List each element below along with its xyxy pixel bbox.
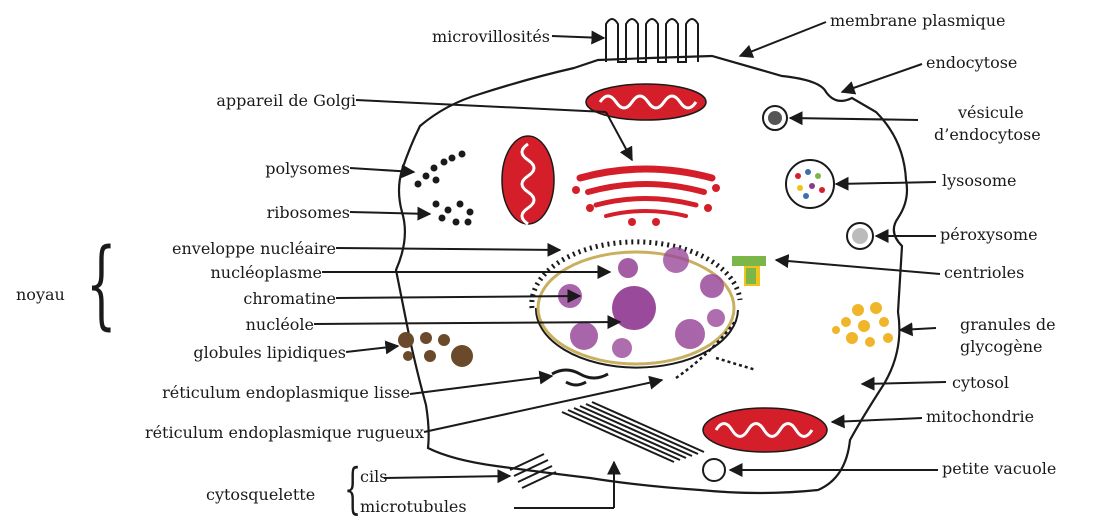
golgi-apparatus xyxy=(572,169,720,226)
microtubules-shape xyxy=(562,402,704,462)
label-membrane-plasmique: membrane plasmique xyxy=(830,12,1006,30)
peroxisome-shape xyxy=(847,223,873,249)
mitochondrion-top xyxy=(586,84,706,120)
centrioles-shape xyxy=(732,256,766,286)
label-nucleole: nucléole xyxy=(246,316,314,334)
label-enveloppe-nucleaire: enveloppe nucléaire xyxy=(172,240,336,258)
label-vesicule-1: vésicule xyxy=(958,104,1024,122)
label-centrioles: centrioles xyxy=(944,264,1024,282)
lysosome-shape xyxy=(786,160,834,208)
label-cytosol: cytosol xyxy=(952,374,1009,392)
label-petite-vacuole: petite vacuole xyxy=(942,460,1056,478)
polysomes-shape xyxy=(415,151,466,188)
label-cils: cils xyxy=(360,468,387,486)
label-endocytose: endocytose xyxy=(926,54,1017,72)
label-nucleoplasme: nucléoplasme xyxy=(210,264,322,282)
label-cytosquelette: cytosquelette xyxy=(206,486,315,504)
lipid-droplets xyxy=(398,332,473,367)
mitochondrion-bottom xyxy=(703,408,827,452)
label-noyau: noyau xyxy=(16,286,65,304)
label-vesicule-2: d’endocytose xyxy=(934,126,1041,144)
endocytic-vesicle xyxy=(763,106,787,130)
label-ribosomes: ribosomes xyxy=(267,204,350,222)
brace-noyau: { xyxy=(86,236,117,332)
small-vacuole-shape xyxy=(703,459,725,481)
mitochondrion-left xyxy=(502,136,554,224)
label-granules-1: granules de xyxy=(960,316,1056,334)
label-lysosome: lysosome xyxy=(942,172,1016,190)
label-reticulum-rugueux: réticulum endoplasmique rugueux xyxy=(145,424,424,442)
label-globules-lipidiques: globules lipidiques xyxy=(193,344,346,362)
label-appareil-golgi: appareil de Golgi xyxy=(216,92,356,110)
microvilli-shape xyxy=(606,19,698,62)
label-chromatine: chromatine xyxy=(243,290,336,308)
ribosomes-shape xyxy=(433,201,474,226)
label-polysomes: polysomes xyxy=(265,160,350,178)
label-peroxysome: péroxysome xyxy=(940,226,1038,244)
brace-cytosquelette: { xyxy=(344,462,361,516)
label-microtubules: microtubules xyxy=(360,498,467,516)
glycogen-granules xyxy=(832,302,893,347)
label-microvillosites: microvillosités xyxy=(432,28,550,46)
label-mitochondrie: mitochondrie xyxy=(926,408,1034,426)
label-granules-2: glycogène xyxy=(960,338,1042,356)
er-smooth-shape xyxy=(552,370,608,385)
label-reticulum-lisse: réticulum endoplasmique lisse xyxy=(162,384,410,402)
